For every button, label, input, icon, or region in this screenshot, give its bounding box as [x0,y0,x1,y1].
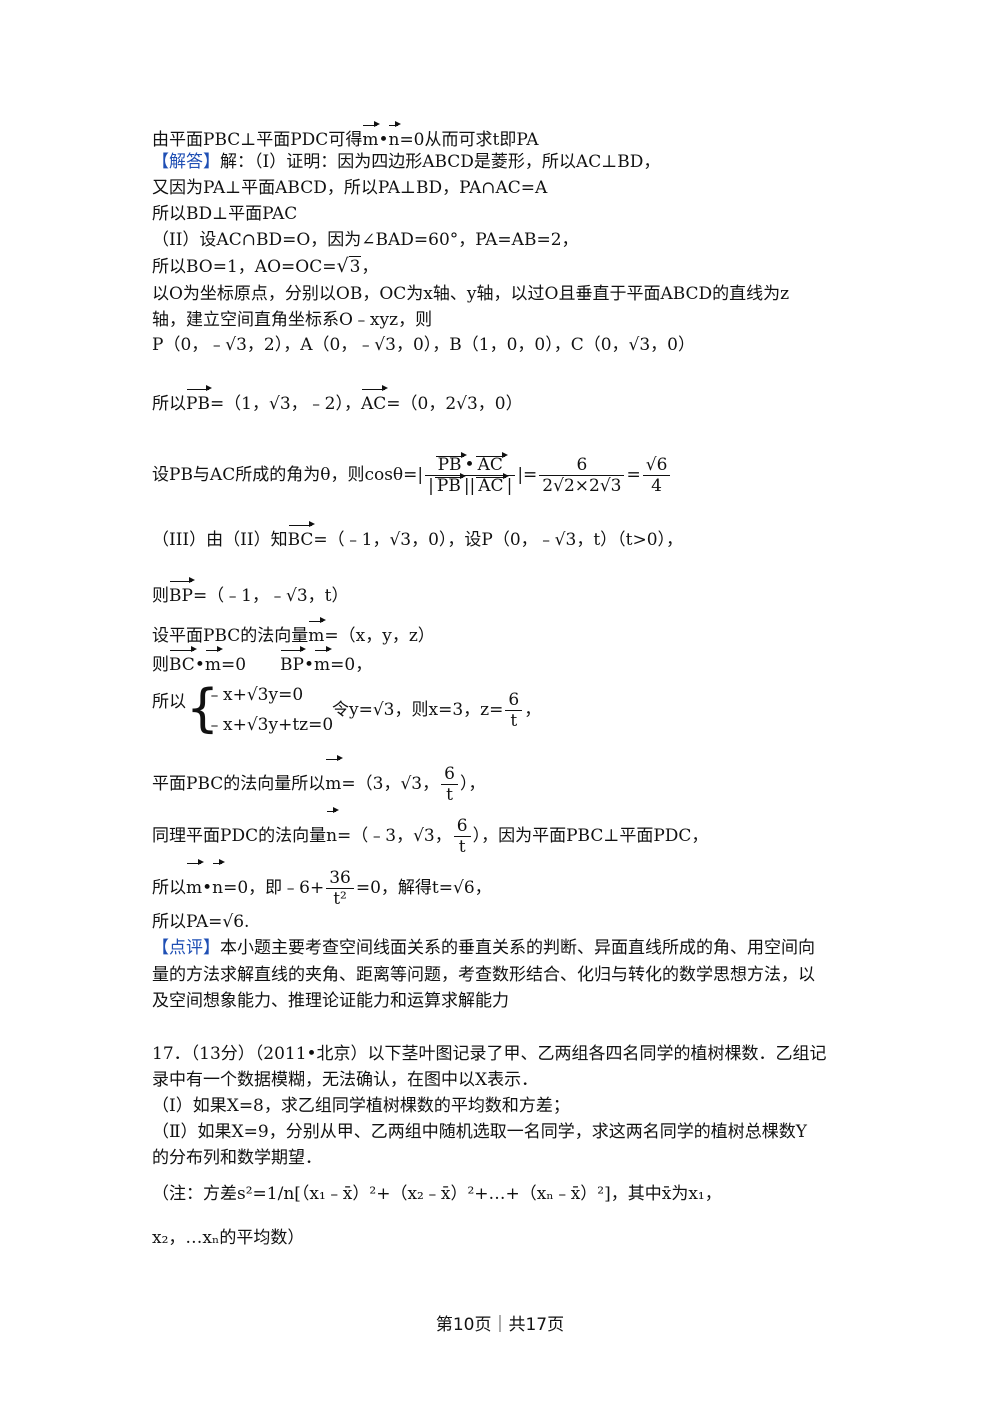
q17-line-7: x₂，…xₙ的平均数） [152,1228,305,1248]
line-21: 【点评】本小题主要考查空间线面关系的垂直关系的判断、异面直线所成的角、用空间向 [152,938,815,958]
q17-line-4: （Ⅱ）如果X=9，分别从甲、乙两组中随机选取一名同学，求这两名同学的植树总棵数Y [152,1122,807,1142]
line-7: 以O为坐标原点，分别以OB，OC为x轴、y轴，以过O且垂直于平面ABCD的直线为… [152,284,790,304]
page-footer: 第10页｜共17页 [435,1315,565,1335]
vector-m: m [362,121,381,152]
q17-line-6: （注：方差s²=1/n[（x₁﹣x̄）²+（x₂﹣x̄）²+…+（xₙ﹣x̄）²… [152,1184,722,1204]
line-13: 则BP=（﹣1，﹣√3，t） [152,577,348,608]
q17-line-1: 17．（13分）（2011•北京）以下茎叶图记录了甲、乙两组各四名同学的植树棵数… [152,1044,827,1064]
line-9: P（0，﹣√3，2），A（0，﹣√3，0），B（1，0，0），C（0，√3，0） [152,335,696,355]
line-8: 轴，建立空间直角坐标系O﹣xyz，则 [152,310,433,330]
q17-line-2: 录中有一个数据模糊，无法确认，在图中以X表示． [152,1070,539,1090]
line-6: 所以BO=1，AO=OC=√3， [152,255,379,277]
q17-line-5: 的分布列和数学期望． [152,1148,322,1168]
q17-line-3: （Ⅰ）如果X=8，求乙组同学植树棵数的平均数和方差； [152,1096,570,1116]
line-12: （III）由（II）知BC=（﹣1，√3，0），设P（0，﹣√3，t）（t>0）… [152,521,683,552]
line-1: 由平面PBC⊥平面PDC可得m•n=0从而可求t即PA [152,121,538,152]
line-14: 设平面PBC的法向量m=（x，y，z） [152,617,435,648]
comment-tag: 【点评】 [152,938,220,958]
line-10: 所以PB=（1，√3，﹣2），AC=（0，2√3，0） [152,385,523,416]
vector-n: n [388,121,402,152]
line-15: 则BC•m=0 BP•m=0， [152,646,372,677]
line-16-label: 所以 [152,692,186,712]
line-3: 又因为PA⊥平面ABCD，所以PA⊥BD，PA∩AC=A [152,178,548,198]
system-eq-1: ﹣x+√3y=0 [206,685,304,705]
line-5: （II）设AC∩BD=O，因为∠BAD=60°，PA=AB=2， [152,230,579,250]
solution-tag: 【解答】 [152,152,220,172]
line-23: 及空间想象能力、推理论证能力和运算求解能力 [152,991,509,1011]
brace: { [186,679,220,739]
line-22: 量的方法求解直线的夹角、距离等问题，考查数形结合、化归与转化的数学思想方法，以 [152,965,815,985]
line-4: 所以BD⊥平面PAC [152,204,298,224]
line-20: 所以PA=√6. [152,912,250,932]
line-2: 【解答】解：（I）证明：因为四边形ABCD是菱形，所以AC⊥BD， [152,152,661,172]
system-eq-2: ﹣x+√3y+tz=0 [206,715,334,735]
